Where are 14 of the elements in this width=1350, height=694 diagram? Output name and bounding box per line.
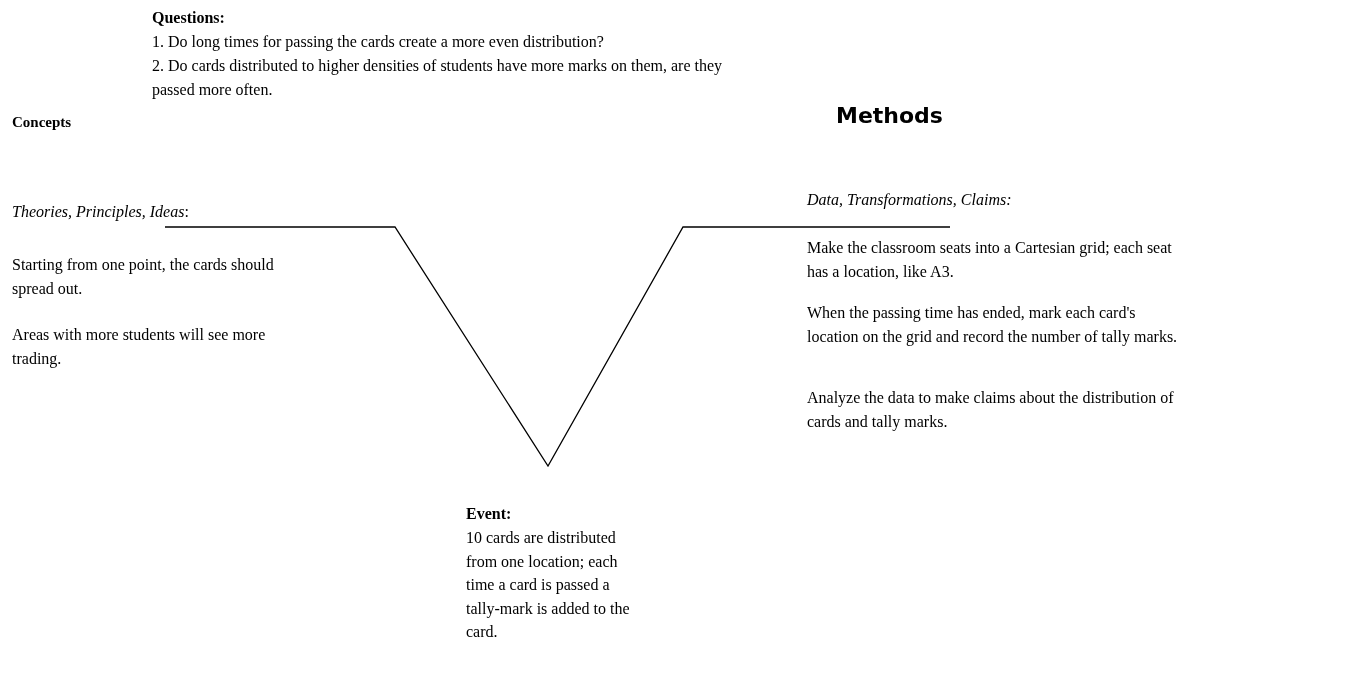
method-text: Analyze the data to make claims about the distribution of cards and tally marks. (807, 388, 1175, 433)
method-text: Make the classroom seats into a Cartesian grid; each seat has a location, like A3. (807, 238, 1173, 282)
heading: Event: (466, 504, 513, 524)
section-label: Data, Transformations, Claims: (807, 190, 1013, 211)
heading: Methods (836, 104, 944, 128)
question-text: 1. Do long times for passing the cards create a more even distribution? (152, 32, 605, 53)
section-label: Theories, Principles, Ideas: (12, 202, 190, 223)
method-text: When the passing time has ended, mark each card's location on the grid and record the number of tally marks. (807, 303, 1179, 348)
heading: Questions: (152, 8, 226, 28)
concept-text: Starting from one point, the cards should spread out. (12, 255, 275, 300)
question-text: 2. Do cards distributed to higher densities of students have more marks on them, are they passed more often. (152, 56, 724, 101)
event-text: 10 cards are distributed from one location; each time a card is passed a tally-mark is added to the card. (466, 528, 631, 642)
concept-text: Areas with more students will see more trading. (12, 325, 267, 370)
heading: Concepts (12, 113, 73, 132)
